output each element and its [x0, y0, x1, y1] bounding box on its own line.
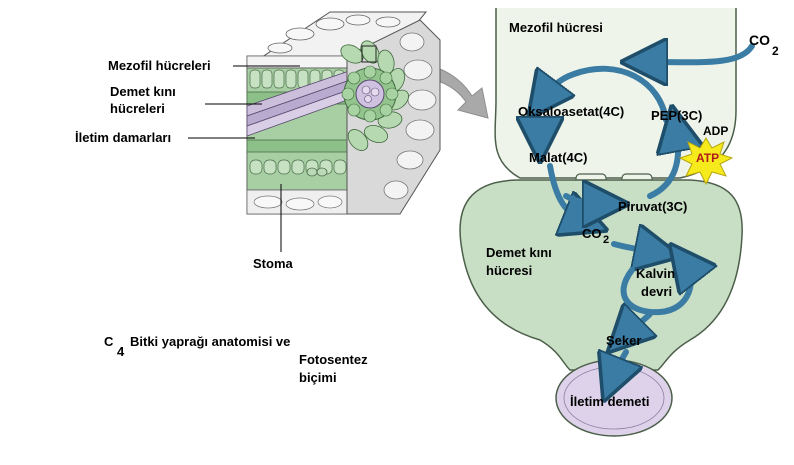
label-co2-released: CO: [582, 226, 602, 241]
label-vascular-bundles: İletim damarları: [75, 130, 172, 145]
caption-line2: Fotosentez: [299, 352, 368, 367]
arrow-pep-to-oxaloacetate: [542, 65, 669, 123]
arrow-to-pyruvate: [563, 196, 606, 204]
caption-line1: Bitki yaprağı anatomisi ve: [130, 334, 291, 349]
label-adp: ADP: [703, 124, 729, 138]
label-co2-in-subscript: 2: [772, 44, 779, 58]
label-sugar: Şeker: [606, 333, 642, 348]
arrow-co2-to-calvin: [611, 244, 658, 252]
label-co2-in: CO: [749, 32, 770, 48]
arrow-sugar-to-vascular: [612, 352, 626, 380]
label-atp: ATP: [696, 151, 720, 165]
caption-line3: biçimi: [299, 370, 337, 385]
label-vascular-bundle: İletim demeti: [570, 394, 650, 409]
label-bundle-sheath-line1: Demet kını: [110, 84, 176, 99]
atp-burst-icon: [678, 137, 734, 186]
caption-subscript-4: 4: [117, 344, 125, 359]
calvin-cycle-ring: [620, 262, 691, 316]
arrow-pyruvate-to-pep: [647, 128, 678, 199]
label-co2-released-subscript: 2: [603, 234, 610, 246]
label-mesophyll-cell: Mezofil hücresi: [509, 20, 603, 35]
label-mesophyll-cells: Mezofil hücreleri: [108, 58, 211, 73]
label-bundle-sheath-cell-line1: Demet kını: [486, 245, 552, 260]
label-calvin-line2: devri: [641, 284, 673, 299]
label-bundle-sheath-cell-line2: hücresi: [486, 263, 533, 278]
caption-c: C: [104, 334, 114, 349]
label-malate: Malat(4C): [529, 150, 588, 165]
arrow-malate-to-co2: [547, 163, 586, 222]
label-pyruvate: Piruvat(3C): [618, 199, 688, 214]
label-pep: PEP(3C): [651, 108, 703, 123]
label-bundle-sheath-line2: hücreleri: [110, 101, 165, 116]
label-oxaloacetate: Oksaloasetat(4C): [518, 104, 625, 119]
arrow-co2-in: [644, 46, 755, 62]
label-calvin-line1: Kalvin: [636, 266, 676, 281]
label-stoma: Stoma: [253, 256, 293, 271]
arrow-calvin-to-sugar: [624, 314, 650, 336]
